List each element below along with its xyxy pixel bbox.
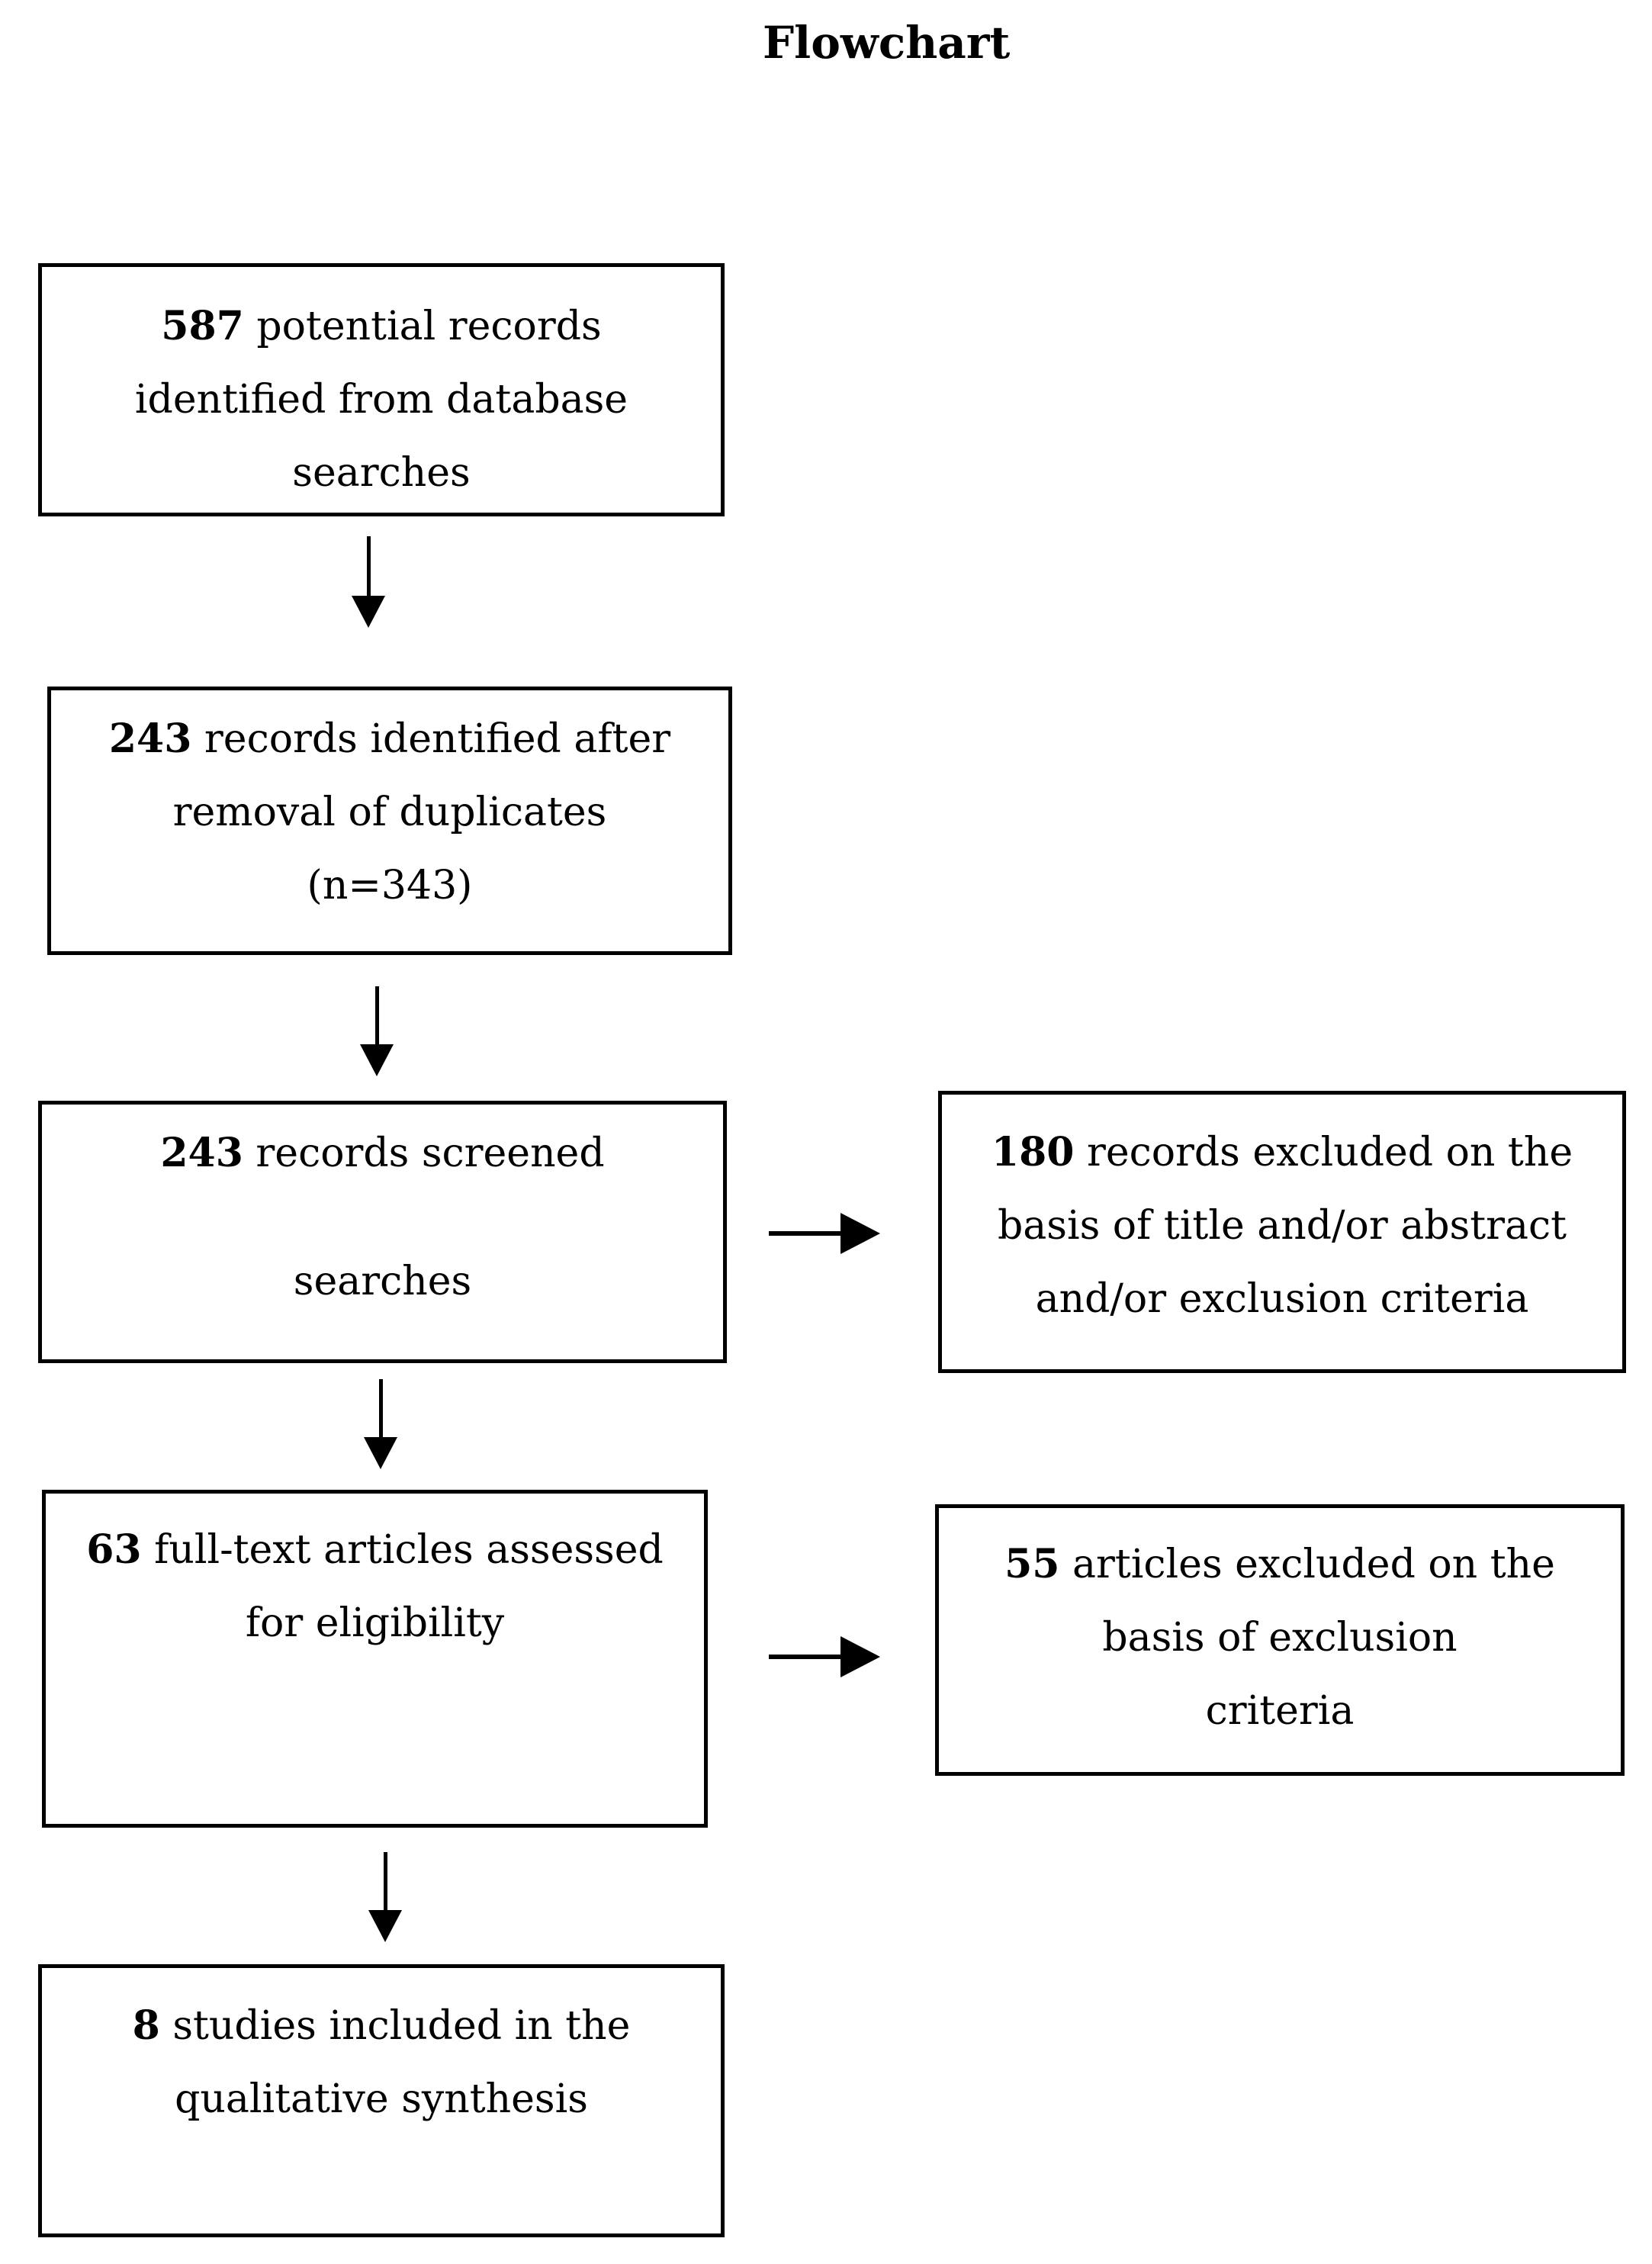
box-records-screened-line-2 — [42, 1185, 723, 1249]
box-records-identified: 587 potential records identified from da… — [38, 263, 725, 516]
arrow-stem — [366, 536, 371, 596]
box-records-after-duplicates-line-3: (n=343) — [307, 863, 473, 908]
box-studies-included-line-1: 8 studies included in the — [42, 1989, 721, 2063]
down-arrow-2-icon — [360, 986, 394, 1076]
records-identified-text: potential records — [243, 304, 602, 349]
page-title: Flowchart — [763, 17, 1011, 69]
box-fulltext-assessed-line-1: 63 full-text articles assessed — [46, 1513, 704, 1587]
studies-included-text: studies included in the — [159, 2003, 631, 2049]
down-arrow-3-icon — [364, 1379, 397, 1469]
down-arrow-4-icon — [368, 1852, 402, 1942]
box-studies-included: 8 studies included in the qualitative sy… — [38, 1964, 725, 2237]
records-identified-count: 587 — [161, 303, 244, 349]
right-arrow-2-icon — [769, 1636, 880, 1677]
box-records-screened-line-1: 243 records screened — [42, 1121, 723, 1185]
box-fulltext-assessed-line-2: for eligibility — [245, 1600, 505, 1646]
box-records-after-duplicates: 243 records identified after removal of … — [47, 687, 732, 955]
box-studies-included-line-2: qualitative synthesis — [175, 2076, 588, 2122]
box-records-excluded-line-1: 180 records excluded on the — [942, 1116, 1622, 1189]
records-excluded-count: 180 — [991, 1129, 1075, 1175]
records-screened-text: records screened — [243, 1130, 605, 1176]
box-records-screened: 243 records screened searches — [38, 1101, 727, 1363]
articles-excluded-text: articles excluded on the — [1059, 1542, 1555, 1587]
box-records-after-duplicates-line-2: removal of duplicates — [172, 790, 607, 835]
arrow-head — [368, 1910, 402, 1942]
box-articles-excluded: 55 articles excluded on the basis of exc… — [935, 1504, 1625, 1776]
box-articles-excluded-line-3: criteria — [1205, 1688, 1355, 1734]
box-articles-excluded-line-1: 55 articles excluded on the — [939, 1528, 1621, 1601]
box-records-screened-line-3: searches — [293, 1259, 472, 1304]
box-records-excluded-line-3: and/or exclusion criteria — [1035, 1276, 1529, 1322]
box-records-identified-line-3: searches — [292, 450, 471, 496]
fulltext-assessed-text: full-text articles assessed — [141, 1527, 664, 1573]
after-duplicates-text: records identified after — [191, 716, 671, 762]
box-fulltext-assessed: 63 full-text articles assessed for eligi… — [42, 1490, 708, 1828]
arrow-head — [840, 1636, 880, 1677]
box-records-identified-line-1: 587 potential records — [42, 290, 721, 363]
arrow-head — [840, 1213, 880, 1254]
arrow-stem — [769, 1231, 840, 1236]
arrow-head — [352, 596, 385, 628]
arrow-stem — [374, 986, 379, 1044]
studies-included-count: 8 — [132, 2002, 160, 2049]
arrow-stem — [383, 1852, 387, 1910]
box-records-excluded-line-2: basis of title and/or abstract — [997, 1203, 1567, 1249]
arrow-stem — [378, 1379, 383, 1437]
box-records-identified-line-2: identified from database — [134, 377, 628, 423]
down-arrow-1-icon — [352, 536, 385, 628]
arrow-stem — [769, 1655, 840, 1659]
right-arrow-1-icon — [769, 1213, 880, 1254]
records-screened-count: 243 — [160, 1130, 243, 1176]
fulltext-assessed-count: 63 — [86, 1526, 142, 1573]
arrow-head — [360, 1044, 394, 1076]
box-records-after-duplicates-line-1: 243 records identified after — [51, 703, 728, 776]
box-articles-excluded-line-2: basis of exclusion — [1102, 1615, 1458, 1661]
articles-excluded-count: 55 — [1004, 1541, 1060, 1587]
after-duplicates-count: 243 — [108, 716, 192, 762]
records-excluded-text: records excluded on the — [1074, 1130, 1573, 1175]
box-records-excluded-screening: 180 records excluded on the basis of tit… — [938, 1091, 1626, 1373]
arrow-head — [364, 1437, 397, 1469]
